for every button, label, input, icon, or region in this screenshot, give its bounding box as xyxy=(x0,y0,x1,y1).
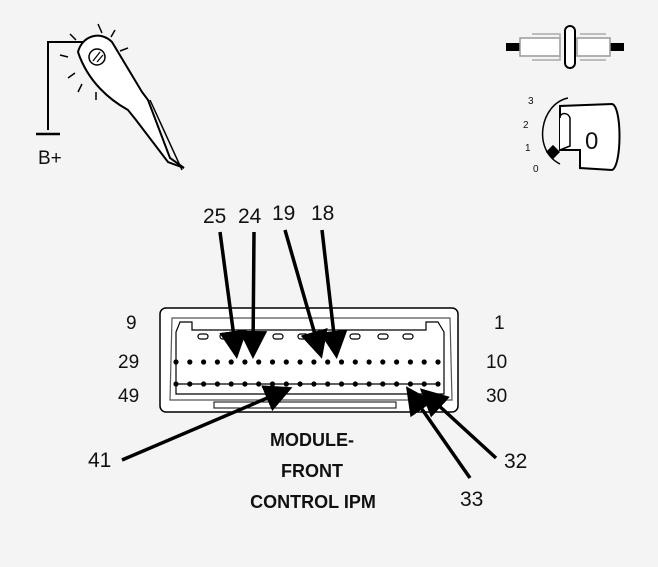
leader-18 xyxy=(319,229,348,359)
connector-pin xyxy=(297,359,303,365)
connector-pin xyxy=(421,359,427,365)
callout-41: 41 xyxy=(88,449,111,472)
callout-33: 33 xyxy=(460,488,483,511)
key-pos-2: 2 xyxy=(523,120,529,131)
key-pos-3: 3 xyxy=(528,96,534,107)
connector-pin xyxy=(173,359,179,365)
row-label-10: 10 xyxy=(486,352,507,373)
row-label-1: 1 xyxy=(494,313,505,334)
callout-18: 18 xyxy=(311,202,334,225)
connector-pin xyxy=(283,359,289,365)
row-label-29: 29 xyxy=(118,352,139,373)
b-plus-label: B+ xyxy=(38,148,62,169)
connector-pin xyxy=(187,359,193,365)
connector-pin xyxy=(256,359,262,365)
row-label-30: 30 xyxy=(486,386,507,407)
callout-25: 25 xyxy=(203,205,226,228)
connector-pin xyxy=(214,359,220,365)
callout-24: 24 xyxy=(238,205,262,228)
module-title-line3: CONTROL IPM xyxy=(250,492,376,512)
connector-pin xyxy=(228,359,234,365)
row-label-9: 9 xyxy=(126,313,137,334)
connector-pin-rows xyxy=(173,359,441,387)
key-pos-1: 1 xyxy=(525,143,531,154)
leader-25 xyxy=(218,231,248,359)
connector-pin xyxy=(366,359,372,365)
callout-32: 32 xyxy=(504,450,527,473)
connector-pin xyxy=(380,359,386,365)
row-label-49: 49 xyxy=(118,386,139,407)
connector-pin xyxy=(311,359,317,365)
ignition-key-icon xyxy=(541,97,621,172)
leader-19 xyxy=(283,229,328,359)
connector-pin xyxy=(325,359,331,365)
leader-24 xyxy=(239,231,268,359)
connector-icon xyxy=(506,25,624,69)
leader-32 xyxy=(419,388,498,460)
connector-pin xyxy=(338,359,345,365)
module-title-line1: MODULE- xyxy=(270,430,354,450)
connector-pin xyxy=(269,359,276,365)
test-light-probe-icon xyxy=(36,23,185,171)
module-title-line2: FRONT xyxy=(281,461,343,481)
connector-pin xyxy=(407,359,413,365)
leader-41 xyxy=(121,385,293,462)
key-pos-0: 0 xyxy=(533,164,539,175)
connector-pin xyxy=(394,359,400,365)
key-face-label: 0 xyxy=(585,128,598,155)
connector-pin xyxy=(201,359,207,365)
connector-pin xyxy=(352,359,358,365)
connector-pin xyxy=(242,359,248,365)
connector-pin xyxy=(435,359,441,365)
callout-19: 19 xyxy=(272,202,295,225)
